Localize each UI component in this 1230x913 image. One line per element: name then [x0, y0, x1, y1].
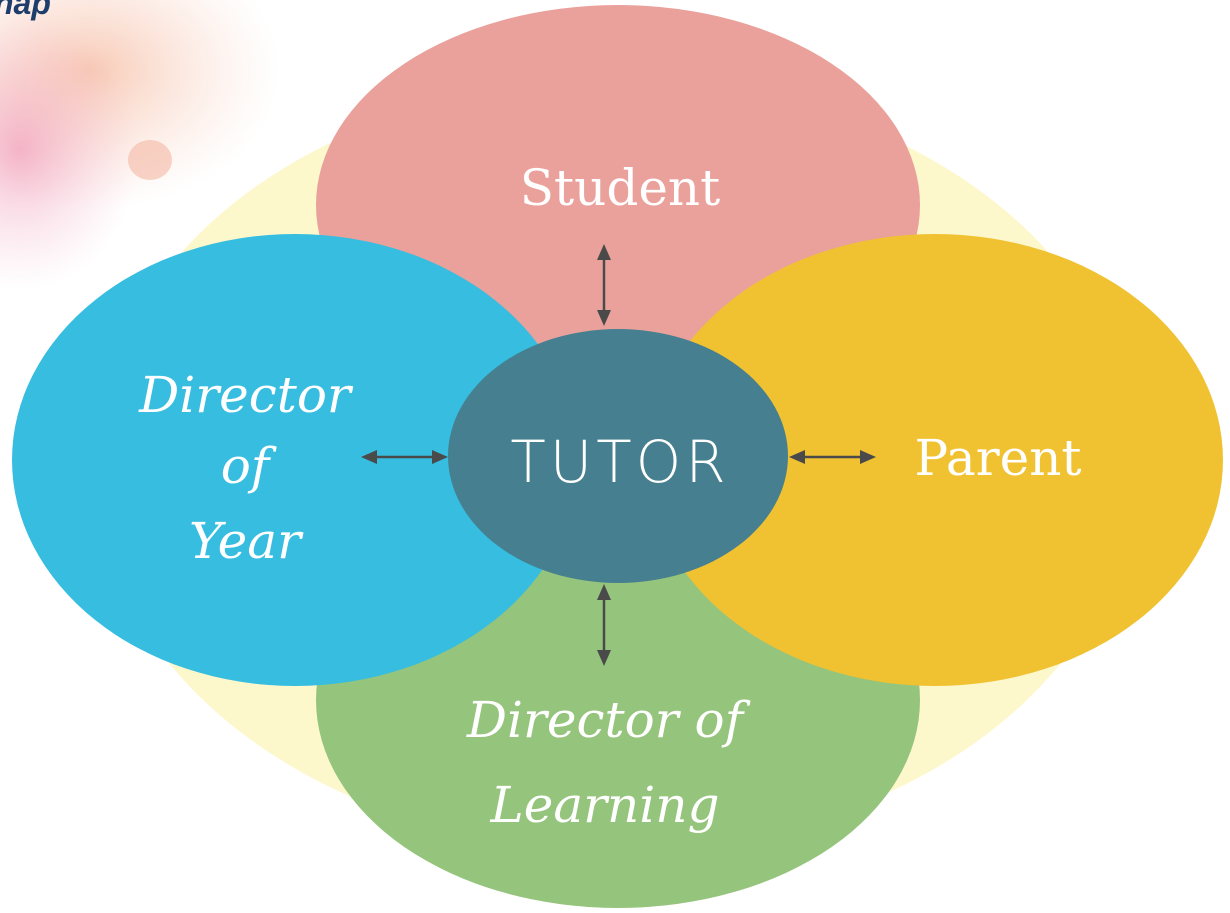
director-of-year-label-line-3: Year [189, 512, 304, 570]
arrow-tutor-student [597, 244, 611, 326]
parent-node [647, 234, 1223, 686]
director-of-learning-label-line-1: Director of [466, 691, 751, 749]
arrow-tutor-parent [789, 450, 876, 464]
tutor-label: TUTOR [510, 428, 729, 496]
director-of-year-node [12, 234, 578, 686]
tutor-node [448, 329, 788, 583]
parent-label: Parent [915, 429, 1082, 487]
watercolor-decoration [0, 0, 280, 290]
arrow-tutor-director-of-year [361, 450, 448, 464]
arrow-tutor-director-of-learning [597, 584, 611, 666]
director-of-learning-label-line-2: Learning [490, 776, 720, 834]
student-label: Student [520, 159, 720, 217]
corner-title: nap [0, 0, 51, 21]
director-of-year-label-line-2: of [221, 437, 277, 495]
director-of-year-label-line-1: Director [138, 366, 354, 424]
